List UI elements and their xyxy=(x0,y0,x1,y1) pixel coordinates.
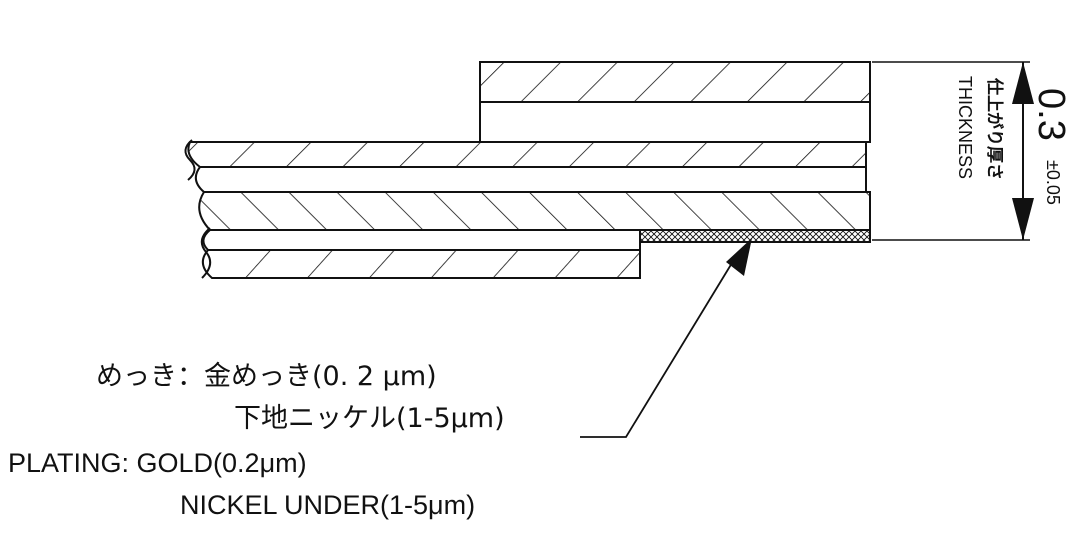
adhesive-layer xyxy=(194,166,867,193)
thickness-label-jp: 仕上がり厚さ xyxy=(984,78,1004,180)
thickness-dimension xyxy=(872,61,1034,241)
plating-region xyxy=(639,229,871,243)
thickness-value: 0.3 xyxy=(1030,88,1072,141)
plating-note-en-2: NICKEL UNDER(1-5μm) xyxy=(180,490,476,520)
stiffener-layer xyxy=(479,61,871,143)
plating-note-jp-1: めっき：金めっき(0. 2 μm) xyxy=(96,361,437,392)
plating-leader xyxy=(580,238,752,438)
bottom-copper-layer xyxy=(201,229,641,279)
break-line xyxy=(184,139,212,279)
coverlay-top-layer xyxy=(187,141,867,168)
arrow-head-icon xyxy=(726,238,752,276)
thickness-tolerance: ±0.05 xyxy=(1043,160,1063,205)
thickness-label-en: THICKNESS xyxy=(955,76,975,180)
base-film-layer xyxy=(198,191,871,231)
plating-note-en-1: PLATING: GOLD(0.2μm) xyxy=(8,448,307,478)
arrow-head-icon xyxy=(1012,198,1034,240)
arrow-head-icon xyxy=(1012,62,1034,104)
plating-note-jp-2: 下地ニッケル(1-5μm) xyxy=(234,403,505,434)
